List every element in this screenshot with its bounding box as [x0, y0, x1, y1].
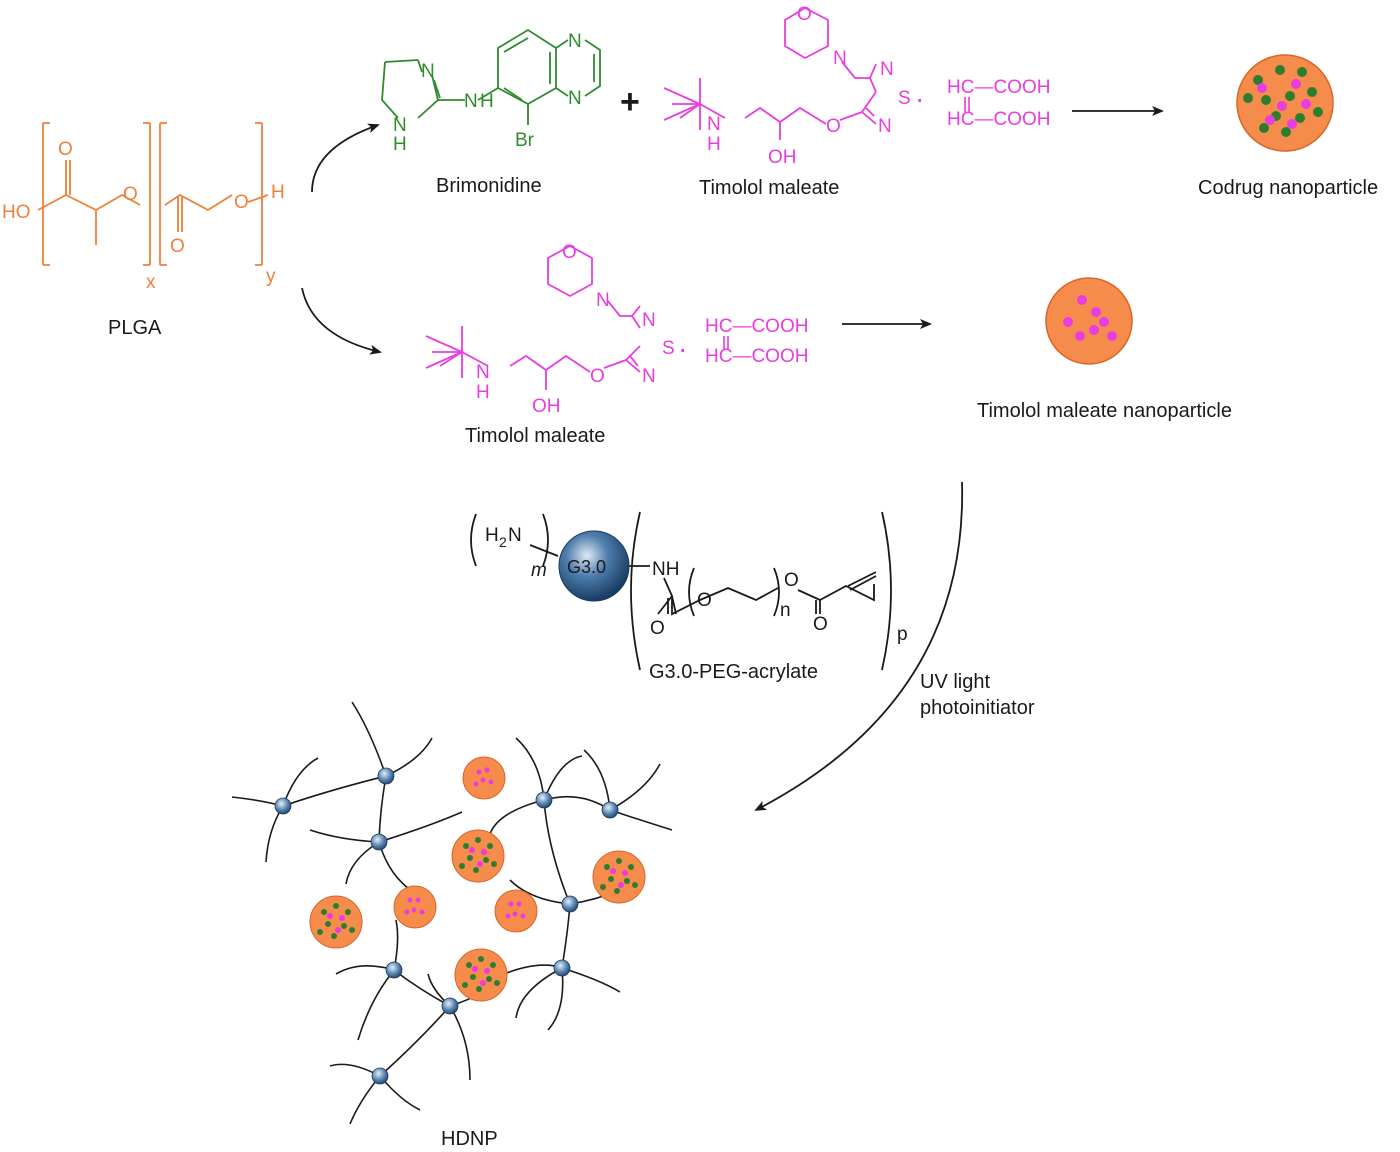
plga-subscript-x: x: [146, 272, 156, 293]
timolol-nanoparticle: [1045, 277, 1133, 365]
timolol-mid-dot: ·: [678, 333, 687, 364]
arrow-to-hdnp: [754, 481, 963, 811]
brimonidine-nh-h: H: [393, 134, 407, 155]
hdnp-network: [231, 701, 673, 1125]
codrug-label: Codrug nanoparticle: [1198, 177, 1378, 199]
plga-ho-label: HO: [2, 202, 31, 223]
timolol-top-amine-n: N: [707, 114, 721, 135]
timolol-mid-ring-n1: N: [642, 310, 656, 331]
timolol-mid-ring-s: S: [662, 338, 675, 359]
timolol-mid-structure: [425, 244, 641, 390]
g30-h2n-sub: 2: [499, 534, 507, 550]
hdnp-timolol-nps: [393, 756, 538, 933]
timolol-top-ring-n2: N: [878, 116, 892, 137]
brimonidine-br: Br: [515, 130, 535, 151]
plga-subscript-y: y: [266, 266, 276, 287]
g30-dendrimer-ball: [558, 530, 630, 602]
timolol-top-ring-s: S: [898, 88, 911, 109]
timolol-top-maleate-double-bond: [964, 97, 970, 112]
timolol-mid-oh: OH: [532, 396, 561, 417]
plga-end-h: H: [271, 182, 285, 203]
timolol-mid-maleate-double-bond: [723, 336, 729, 350]
timolol-mid-morph-o: O: [562, 242, 577, 263]
plga-label: PLGA: [108, 317, 162, 339]
arrow-plga-to-codrug: [311, 123, 380, 193]
timolol-mid-ether-o: O: [590, 366, 605, 387]
timolol-mid-amine-n: N: [476, 362, 490, 383]
brimonidine-link-h: H: [480, 91, 494, 112]
codrug-nanoparticle: [1236, 54, 1334, 152]
g30-acrylate-o: O: [784, 570, 799, 591]
g30-core-label: G3.0: [567, 557, 606, 577]
timolol-mid-amine-h: H: [476, 382, 490, 403]
brimonidine-n1: N: [421, 61, 435, 82]
plus-sign: +: [620, 83, 640, 121]
brimonidine-nq1: N: [568, 31, 582, 52]
timolol-top-morph-o: O: [797, 4, 812, 25]
timolol-top-morph-n: N: [833, 48, 847, 69]
timolol-mid-maleate2: HC—COOH: [705, 346, 808, 367]
uv-light-label: UV light: [920, 671, 990, 693]
g30-subscript-p: p: [897, 624, 908, 645]
timolol-top-maleate1: HC—COOH: [947, 77, 1050, 98]
timolol-np-label: Timolol maleate nanoparticle: [977, 400, 1232, 422]
g30-chain-o: O: [697, 590, 712, 611]
brimonidine-nh-n: N: [393, 115, 407, 136]
g30-subscript-n: n: [780, 600, 791, 621]
plga-carbonyl-o2: O: [170, 236, 185, 257]
brimonidine-link-n: N: [464, 91, 478, 112]
timolol-mid-morph-n: N: [596, 290, 610, 311]
plga-structure: [37, 122, 269, 266]
brimonidine-structure: [381, 28, 601, 125]
g30-structure: [470, 511, 892, 671]
timolol-top-amine-h: H: [707, 134, 721, 155]
timolol-top-dot: ·: [915, 83, 924, 114]
timolol-top-ring-n1: N: [880, 59, 894, 80]
g30-h2n-h: H: [485, 525, 499, 546]
g30-h2n-n: N: [508, 525, 522, 546]
timolol-top-structure: [663, 6, 877, 140]
g30-subscript-m: m: [531, 560, 547, 581]
hdnp-crosslink-nodes: [274, 767, 619, 1085]
g30-carbamate-o: O: [650, 618, 665, 639]
hdnp-codrug-nps: [309, 829, 646, 1002]
hdnp-label: HDNP: [441, 1128, 498, 1150]
timolol-mid-ring-n2: N: [642, 366, 656, 387]
g30-acrylate-o2: O: [813, 614, 828, 635]
timolol-top-oh: OH: [768, 147, 797, 168]
plga-end-o: O: [234, 192, 249, 213]
timolol-top-label: Timolol maleate: [699, 177, 839, 199]
brimonidine-nq2: N: [568, 88, 582, 109]
timolol-top-maleate2: HC—COOH: [947, 109, 1050, 130]
plga-carbonyl-o: O: [58, 139, 73, 160]
timolol-top-ether-o: O: [826, 116, 841, 137]
g30-nh: NH: [652, 559, 679, 580]
brimonidine-label: Brimonidine: [436, 175, 542, 197]
timolol-mid-maleate1: HC—COOH: [705, 316, 808, 337]
timolol-mid-label: Timolol maleate: [465, 425, 605, 447]
photoinitiator-label: photoinitiator: [920, 697, 1035, 719]
plga-ester-o: O: [123, 184, 138, 205]
g30-label: G3.0-PEG-acrylate: [649, 661, 818, 683]
arrow-plga-to-timolol: [301, 287, 382, 355]
